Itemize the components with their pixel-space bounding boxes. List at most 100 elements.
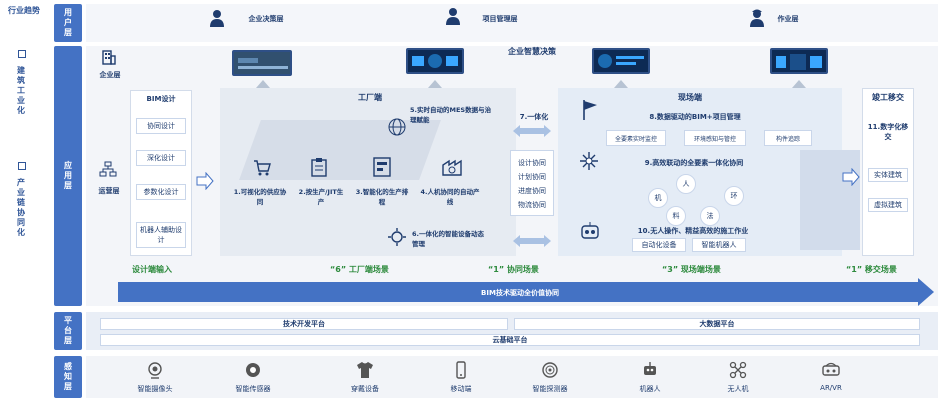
element-circle: 料 <box>666 206 686 226</box>
site-item-8: 8.数据驱动的BIM+项目管理 <box>649 113 741 121</box>
dashboard-screen <box>592 48 650 74</box>
element-circle: 机 <box>648 188 668 208</box>
role-label-1: 项目管理层 <box>482 15 518 23</box>
drone-icon <box>728 360 748 380</box>
site-area <box>558 88 842 256</box>
clipboard-icon <box>310 156 328 178</box>
enterprise-decision-label: 企业智慧决策 <box>508 47 556 56</box>
building-icon <box>100 48 118 66</box>
factory-item: 4.人机协同的自动产线 <box>420 188 480 206</box>
operation-layer-label: 运营层 <box>98 187 120 195</box>
integration-title: 7.一体化 <box>519 113 549 121</box>
factory-footer: “6” 工厂端场景 <box>330 265 389 274</box>
completion-title: 竣工移交 <box>872 93 904 102</box>
bim-bar-arrowhead <box>918 278 934 306</box>
site-sub8: 构件追踪 <box>764 130 812 146</box>
mobile-icon <box>451 360 471 380</box>
double-arrow-icon <box>512 234 552 248</box>
integration-item: 计划协同 <box>518 173 546 181</box>
integration-item: 物流协同 <box>518 201 546 209</box>
bim-design-title: BIM设计 <box>146 95 176 103</box>
site-sub8: 全要素实时监控 <box>606 130 666 146</box>
completion-sub: 实体建筑 <box>868 168 908 182</box>
integration-item: 进度协同 <box>518 187 546 195</box>
checkbox-icon <box>18 50 26 58</box>
bim-value-bar <box>118 282 918 302</box>
dashboard-screen <box>770 48 828 74</box>
perception-layer-bg <box>86 356 938 398</box>
camera-icon <box>145 360 165 380</box>
integration-panel <box>510 150 554 216</box>
perception-layer-band: 感知层 <box>54 356 82 398</box>
wearable-shirt-icon <box>355 360 375 380</box>
schedule-icon <box>372 156 392 178</box>
site-sub10: 智能机器人 <box>692 238 746 252</box>
checkbox-icon <box>18 162 26 170</box>
enterprise-layer-label: 企业层 <box>99 71 121 79</box>
device-label: 穿戴设备 <box>351 385 379 393</box>
site-item-10: 10.无人操作、精益高效的施工作业 <box>637 227 749 235</box>
role-label-0: 企业决策层 <box>248 15 284 23</box>
device-label: 智能传感器 <box>235 385 271 393</box>
bim-design-item: 协同设计 <box>136 118 186 134</box>
device-label: AR/VR <box>820 384 842 392</box>
tech-platform: 技术开发平台 <box>100 318 508 330</box>
role-label-2: 作业层 <box>777 15 799 23</box>
sensor-icon <box>243 360 263 380</box>
globe-icon <box>386 116 408 138</box>
dashboard-screen <box>406 48 464 74</box>
device-gear-icon <box>386 226 408 248</box>
right-arrow-icon <box>196 172 214 190</box>
completion-item: 11.数字化移交 <box>867 123 909 141</box>
detector-icon <box>540 360 560 380</box>
vr-headset-icon <box>820 360 842 380</box>
completion-sub: 虚拟建筑 <box>868 198 908 212</box>
production-line-icon <box>440 154 464 178</box>
up-arrow-icon <box>614 80 628 88</box>
application-layer-band: 应用层 <box>54 46 82 306</box>
robot-icon <box>640 360 660 380</box>
worker-icon <box>748 6 766 28</box>
dashboard-screen <box>232 50 292 76</box>
element-circle: 人 <box>676 174 696 194</box>
org-chart-icon <box>98 160 118 178</box>
right-arrow-icon <box>842 168 860 186</box>
bim-design-item: 参数化设计 <box>136 184 186 200</box>
integration-footer: “1” 协同场景 <box>488 265 539 274</box>
bim-design-item: 深化设计 <box>136 150 186 166</box>
site-sub10: 自动化设备 <box>632 238 686 252</box>
bridge-shape <box>800 150 860 250</box>
collaboration-label: 产业链协同化 <box>17 178 25 237</box>
integration-item: 设计协同 <box>518 159 546 167</box>
robot-icon <box>578 220 602 242</box>
element-circle: 环 <box>724 186 744 206</box>
device-label: 智能探测器 <box>532 385 568 393</box>
device-label: 无人机 <box>727 385 749 393</box>
flag-icon <box>580 98 600 122</box>
site-footer: “3” 现场端场景 <box>662 265 721 274</box>
factory-item: 1.可视化的供应协同 <box>233 188 287 206</box>
bim-design-footer: 设计端输入 <box>132 265 172 274</box>
site-item-9: 9.高效联动的全要素一体化协同 <box>644 159 744 167</box>
factory-title: 工厂端 <box>358 93 382 102</box>
bim-design-item: 机器人辅助设计 <box>136 222 186 248</box>
factory-item-5: 5.实时自动的MES数据与治理赋能 <box>410 106 492 124</box>
device-label: 机器人 <box>639 385 661 393</box>
user-layer-band: 用户层 <box>54 4 82 42</box>
site-sub8: 环境感知与管控 <box>684 130 746 146</box>
completion-footer: “1” 移交场景 <box>846 265 897 274</box>
element-circle: 法 <box>700 206 720 226</box>
cloud-platform: 云基础平台 <box>100 334 920 346</box>
up-arrow-icon <box>428 80 442 88</box>
person-icon <box>208 8 226 28</box>
device-label: 移动端 <box>450 385 472 393</box>
factory-item-6: 6.一体化的智能设备动态管理 <box>412 230 484 248</box>
industrialization-label: 建筑工业化 <box>17 66 25 115</box>
up-arrow-icon <box>256 80 270 88</box>
site-title: 现场端 <box>678 93 702 102</box>
hub-icon <box>578 150 600 172</box>
user-layer-bg <box>86 4 938 42</box>
person-icon <box>444 6 462 26</box>
factory-item: 2.按生产/JIT生产 <box>298 188 344 206</box>
device-label: 智能摄像头 <box>137 385 173 393</box>
